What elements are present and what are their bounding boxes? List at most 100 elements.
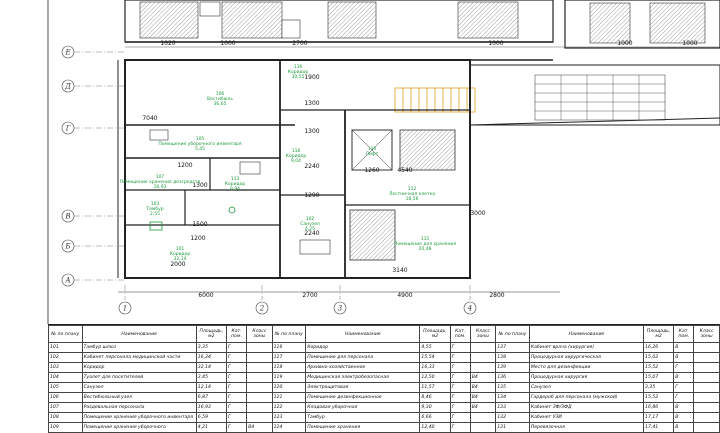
table-cell: 106 (48, 392, 83, 403)
table-cell: Санузел (81, 382, 197, 393)
dim-3: 1300 (304, 128, 319, 135)
table-cell: В (673, 372, 695, 383)
table-cell (246, 402, 273, 413)
table-cell: Процедурная хирургия (528, 372, 645, 383)
svg-text:2,55: 2,55 (150, 211, 160, 217)
table-cell: Процедурная хирургическая (528, 352, 645, 363)
table-cell: В (673, 342, 695, 353)
axis-col-2: 2 (259, 305, 265, 313)
table-cell: Помещение хранения уборочного инвентаря (81, 412, 197, 423)
table-cell: 15,52 (643, 362, 675, 373)
table-cell (693, 422, 720, 433)
dim-13: 3000 (470, 210, 485, 217)
dim-bottom-4: 2800 (489, 292, 504, 299)
svg-text:Лестничная клетка: Лестничная клетка (389, 191, 435, 197)
table-cell: 117 (271, 352, 307, 363)
svg-text:Коридор: Коридор (225, 181, 246, 187)
svg-text:Коридор: Коридор (288, 69, 309, 75)
axis-row-a: А (64, 277, 70, 285)
table-cell: Г (673, 392, 695, 403)
table-cell: 15,07 (643, 372, 675, 383)
dim-15: 1200 (177, 162, 192, 169)
table-cell: 123 (271, 412, 307, 423)
table-cell: 16,33 (419, 362, 451, 373)
svg-text:115: 115 (421, 236, 430, 242)
table-cell: Кабинет врача (хирургия) (528, 342, 645, 353)
table-cell (469, 342, 497, 353)
table-cell: Коридор (81, 362, 197, 373)
table-cell: Помещение хранения уборочного (81, 422, 197, 433)
table-cell: 139 (495, 362, 530, 373)
table-cell (246, 352, 273, 363)
dim-top-3: 2700 (292, 40, 307, 47)
axis-row-e: Е (64, 49, 70, 57)
axis-row-d: Д (64, 83, 71, 91)
table-cell: 8,46 (419, 392, 451, 403)
dim-14: 3140 (392, 267, 407, 274)
svg-text:110: 110 (368, 146, 377, 152)
svg-text:Коридор: Коридор (170, 251, 191, 257)
table-cell: Помещение дезинфекционное (305, 392, 421, 403)
table-cell: Г (449, 362, 471, 373)
locker-grid (534, 74, 666, 121)
svg-text:8,94: 8,94 (230, 186, 240, 192)
table-cell (246, 342, 273, 353)
table-cell: Г (673, 382, 695, 393)
top-dimensions: 1020 1000 2700 1000 1000 1000 (125, 40, 720, 48)
table-cell (693, 362, 720, 373)
dim-11: 1260 (364, 167, 379, 174)
svg-text:16,93: 16,93 (154, 184, 167, 190)
svg-text:4,25: 4,25 (305, 226, 315, 232)
table-cell (469, 412, 497, 423)
axis-row-v: В (64, 213, 70, 221)
table-cell: Г (225, 402, 248, 413)
table-cell: В4 (469, 402, 497, 413)
table-cell: 15,52 (643, 392, 675, 403)
table-cell (693, 352, 720, 363)
table-cell: 132 (495, 412, 530, 423)
svg-text:Помещение хранения дезсредств: Помещение хранения дезсредств (120, 179, 201, 185)
svg-text:5,45: 5,45 (195, 146, 205, 152)
table-cell: 16,93 (195, 402, 227, 413)
table-cell (246, 392, 273, 403)
dim-bottom-1: 6000 (198, 292, 213, 299)
table-cell: 104 (48, 372, 83, 383)
table-cell: Г (225, 382, 248, 393)
svg-text:Коридор: Коридор (286, 153, 307, 159)
svg-text:9,04: 9,04 (291, 158, 301, 164)
svg-text:36,65: 36,65 (214, 101, 227, 107)
table-cell: 6,66 (419, 412, 451, 423)
svg-text:103: 103 (151, 201, 160, 207)
table-cell: 6,87 (195, 392, 227, 403)
table-cell: 9,30 (419, 402, 451, 413)
dim-7: 1200 (190, 235, 205, 242)
table-cell: 120 (271, 382, 307, 393)
table-cell: В (673, 412, 695, 423)
table-cell: В (673, 352, 695, 363)
svg-text:Помещение для хранения: Помещение для хранения (394, 241, 456, 247)
table-cell: Кладовая уборочная (305, 402, 421, 413)
svg-text:32,14: 32,14 (174, 256, 187, 262)
table-cell: Г (449, 422, 471, 433)
floor-plan: Е Д Г В Б А 1 2 3 4 6000 2700 4900 2800 … (47, 0, 720, 324)
table-cell: В4 (469, 372, 497, 383)
table-cell: Г (449, 382, 471, 393)
axis-col-3: 3 (338, 305, 343, 313)
table-cell: 17,17 (643, 412, 675, 423)
table-cell: Г (449, 392, 471, 403)
axis-col-1: 1 (123, 305, 127, 313)
svg-text:Санузел: Санузел (300, 221, 320, 227)
svg-text:118: 118 (292, 148, 301, 154)
table-cell: 108 (48, 412, 83, 423)
dim-top-1: 1020 (160, 40, 175, 47)
top-wing (124, 0, 554, 61)
dim-8: 1300 (192, 182, 207, 189)
table-cell: 11,57 (419, 382, 451, 393)
dim-bottom-2: 2700 (302, 292, 317, 299)
